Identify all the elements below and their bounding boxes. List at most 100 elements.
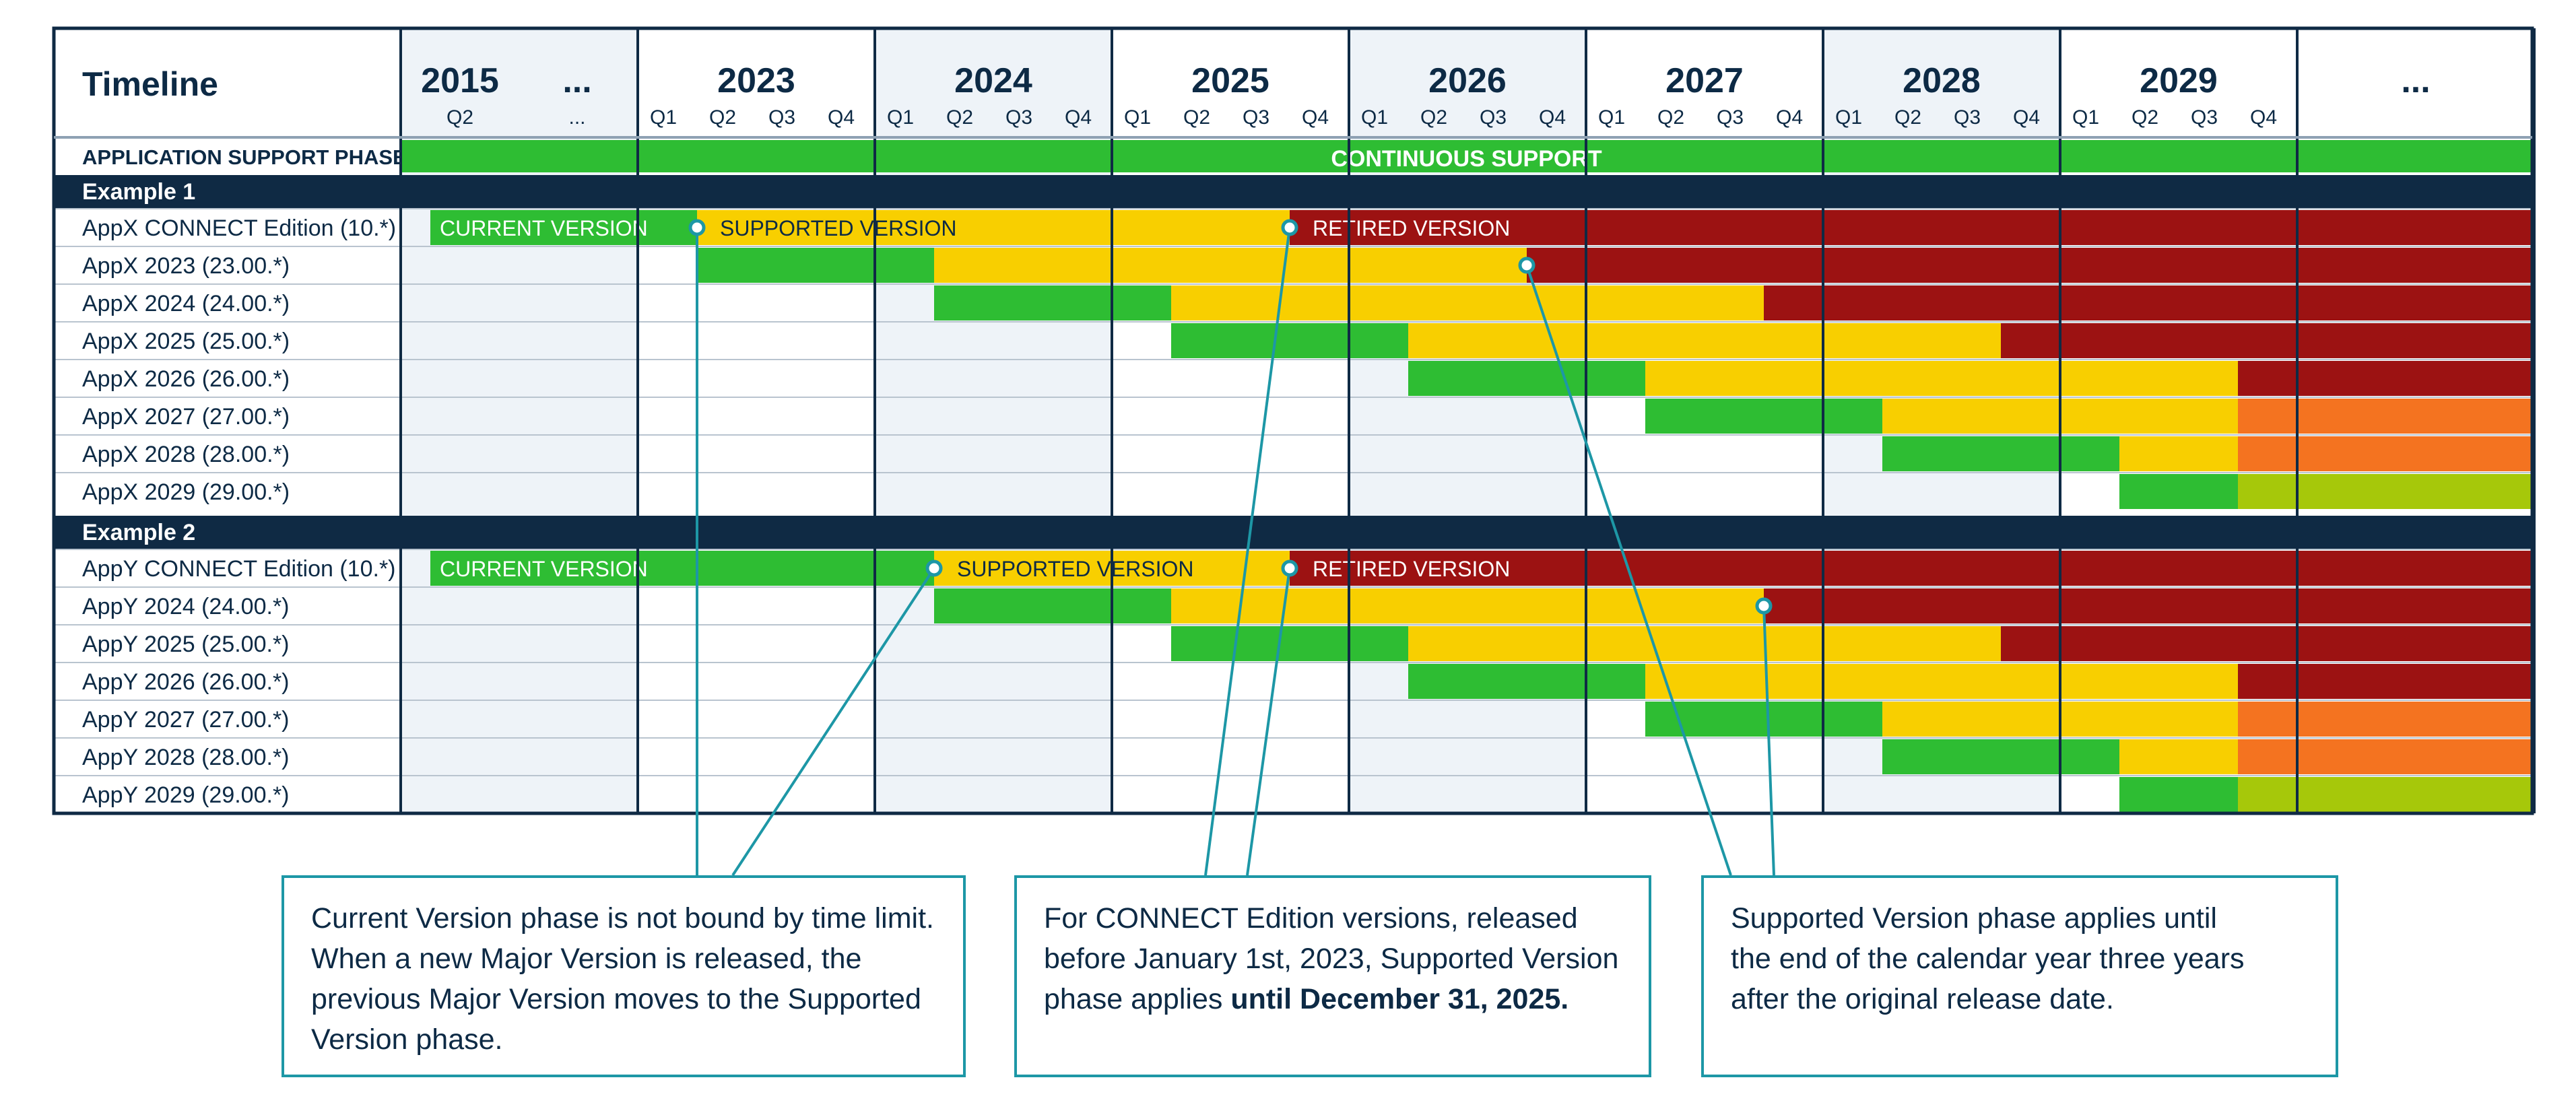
- year-label: 2023: [717, 61, 795, 100]
- quarter-label: Q1: [2072, 106, 2100, 129]
- quarter-label: Q2: [1657, 106, 1685, 129]
- phase-bar-retired: [2001, 323, 2532, 358]
- version-row-label: AppX 2024 (24.00.*): [82, 291, 290, 316]
- connector-line: [731, 567, 935, 877]
- phase-bar-orange: [2238, 399, 2532, 434]
- phase-bar-supported: [1645, 664, 2238, 699]
- quarter-label: Q3: [2190, 106, 2218, 129]
- version-row-label: AppY 2024 (24.00.*): [82, 594, 290, 619]
- phase-bar-current: [697, 248, 934, 283]
- quarter-label: Q1: [1597, 106, 1626, 129]
- phase-label-retired: RETIRED VERSION: [1313, 557, 1511, 581]
- quarter-label: Q4: [1775, 106, 1804, 129]
- phase-bar-current: [2119, 777, 2238, 812]
- version-row-label: AppX 2026 (26.00.*): [82, 366, 290, 392]
- connector-dot: [925, 560, 943, 577]
- section-title: Example 2: [82, 520, 196, 545]
- quarter-label: Q3: [1479, 106, 1507, 129]
- phase-bar-supported: [1171, 285, 1764, 320]
- quarter-label: Q1: [1835, 106, 1863, 129]
- version-row-label: AppX 2025 (25.00.*): [82, 329, 290, 354]
- callout-text-line: Supported Version phase applies until: [1731, 902, 2217, 935]
- phase-bar-orange: [2238, 739, 2532, 774]
- version-row-label: AppY CONNECT Edition (10.*): [82, 556, 396, 582]
- phase-label-retired: RETIRED VERSION: [1313, 216, 1511, 240]
- phase-bar-supported: [2119, 436, 2238, 471]
- quarter-label: Q4: [2249, 106, 2278, 129]
- phase-bar-current: [1645, 702, 1882, 737]
- phase-bar-supported: [2119, 739, 2238, 774]
- phase-bar-retired: [1290, 551, 2532, 586]
- phase-bar-retired: [1764, 588, 2532, 623]
- phase-bar-supported: [1408, 323, 2001, 358]
- version-row-label: AppX 2027 (27.00.*): [82, 404, 290, 430]
- phase-bar-orange: [2238, 436, 2532, 471]
- continuous-support-label: CONTINUOUS SUPPORT: [1331, 146, 1602, 172]
- callout-text-line: For CONNECT Edition versions, released: [1044, 902, 1578, 935]
- phase-bar-current: [1171, 323, 1408, 358]
- phase-label-current: CURRENT VERSION: [440, 216, 648, 240]
- year-label: 2025: [1191, 61, 1269, 100]
- callout-text-line: before January 1st, 2023, Supported Vers…: [1044, 943, 1619, 975]
- phase-bar-retired: [2238, 361, 2532, 396]
- version-row-label: AppX 2028 (28.00.*): [82, 442, 290, 467]
- section-header-bar: [54, 516, 2532, 549]
- quarter-label: Q4: [2012, 106, 2041, 129]
- quarter-label: Q2: [2131, 106, 2159, 129]
- version-row-label: AppY 2025 (25.00.*): [82, 632, 290, 657]
- version-row-label: AppX 2023 (23.00.*): [82, 253, 290, 279]
- version-row-label: AppX 2029 (29.00.*): [82, 479, 290, 505]
- callout-text-line: after the original release date.: [1731, 983, 2114, 1015]
- phase-bar-current: [430, 210, 697, 245]
- callout-text-line: Version phase.: [311, 1023, 503, 1056]
- phase-bar-current: [1882, 436, 2119, 471]
- quarter-label: Q2: [1420, 106, 1448, 129]
- quarter-label: Q1: [886, 106, 915, 129]
- phase-bar-current: [1645, 399, 1882, 434]
- phase-bar-retired: [1527, 248, 2532, 283]
- connector-line: [1525, 265, 1732, 876]
- quarter-label: Q3: [1953, 106, 1981, 129]
- phase-bar-supported: [934, 248, 1527, 283]
- connector-line: [1246, 568, 1291, 876]
- phase-bar-retired: [2001, 626, 2532, 661]
- connector-line: [1204, 227, 1291, 876]
- phase-bar-current: [430, 551, 934, 586]
- phase-label-current: CURRENT VERSION: [440, 557, 648, 581]
- phase-bar-retired: [1290, 210, 2532, 245]
- connector-dot: [1518, 257, 1535, 274]
- quarter-label: Q4: [827, 106, 855, 129]
- callout-emphasis: until December 31, 2025.: [1230, 983, 1569, 1015]
- year-label: 2015: [421, 61, 499, 100]
- phase-bar-current: [1882, 739, 2119, 774]
- callout-text-line: When a new Major Version is released, th…: [311, 943, 862, 975]
- quarter-label: ...: [568, 106, 586, 129]
- support-phase-label: APPLICATION SUPPORT PHASE: [82, 145, 407, 169]
- year-label: 2026: [1428, 61, 1507, 100]
- callout-text-line: phase applies: [1044, 983, 1231, 1015]
- callout-text-line: previous Major Version moves to the Supp…: [311, 983, 921, 1015]
- quarter-label: Q2: [708, 106, 737, 129]
- callout-text-line: Current Version phase is not bound by ti…: [311, 902, 934, 935]
- phase-bar-supported: [697, 210, 1290, 245]
- year-label: ...: [2401, 61, 2431, 100]
- phase-bar-retired: [2238, 664, 2532, 699]
- section-header-bar: [54, 175, 2532, 209]
- phase-bar-current: [1408, 361, 1645, 396]
- quarter-label: Q4: [1301, 106, 1329, 129]
- version-row-label: AppY 2026 (26.00.*): [82, 669, 290, 695]
- year-label: 2024: [954, 61, 1032, 100]
- callout-note: For CONNECT Edition versions, released be…: [1014, 875, 1651, 1077]
- version-row-label: AppY 2028 (28.00.*): [82, 745, 290, 770]
- quarter-label: Q2: [1894, 106, 1922, 129]
- phase-bar-current: [1408, 664, 1645, 699]
- quarter-label: Q3: [1242, 106, 1270, 129]
- quarter-label: Q4: [1064, 106, 1092, 129]
- connector-dot: [688, 219, 706, 236]
- quarter-label: Q3: [768, 106, 796, 129]
- phase-bar-retired: [1764, 285, 2532, 320]
- timeline-title: Timeline: [82, 65, 218, 103]
- connector-line: [1762, 605, 1775, 876]
- phase-bar-orange: [2238, 702, 2532, 737]
